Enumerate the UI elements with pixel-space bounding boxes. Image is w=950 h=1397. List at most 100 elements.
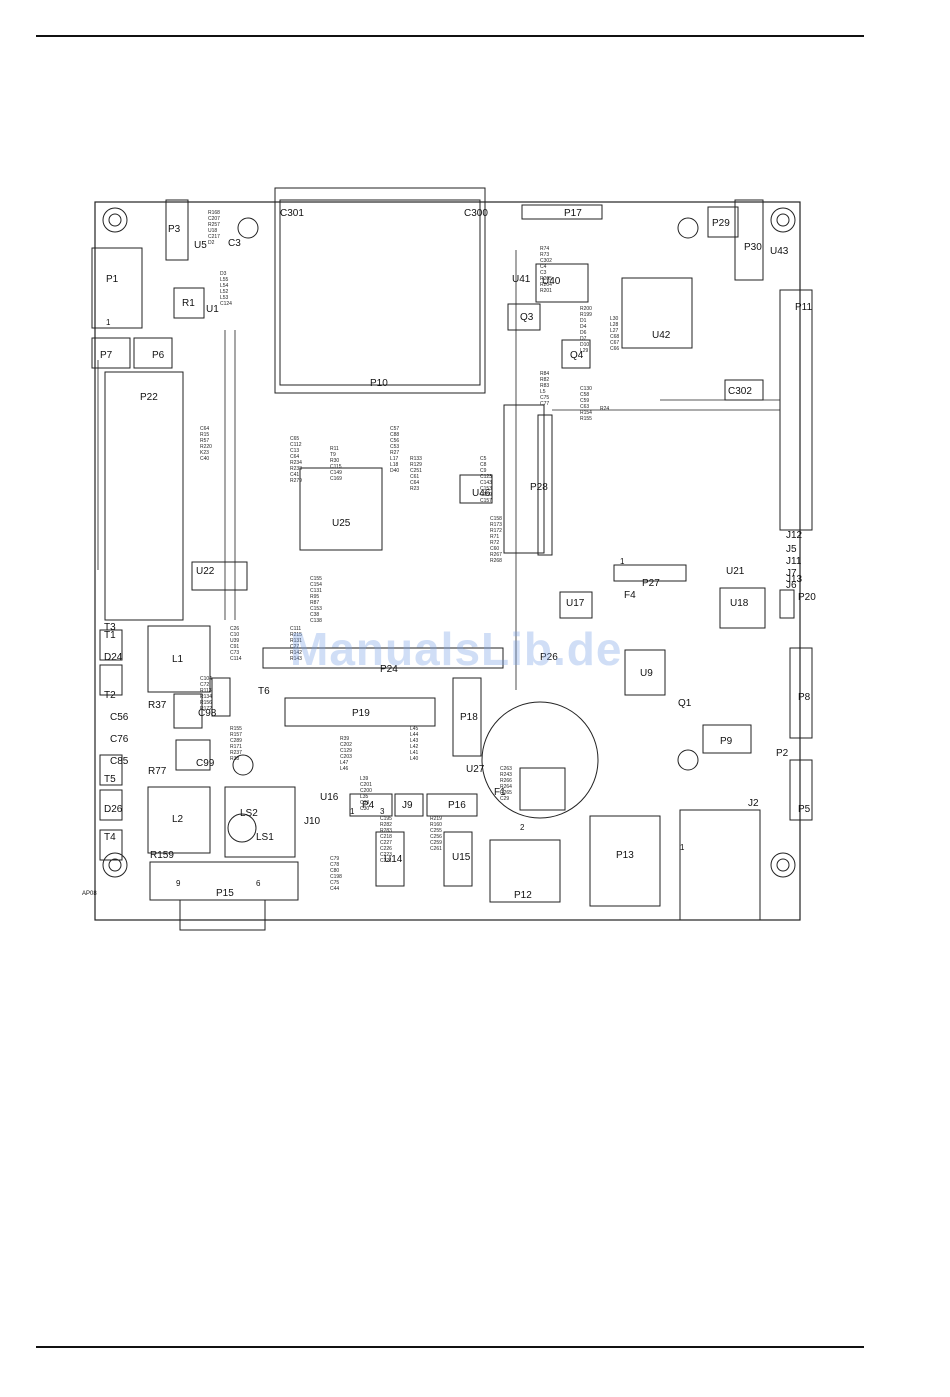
- mounting-hole: [102, 207, 128, 233]
- component-ref: C138: [310, 618, 322, 624]
- part-label: P11: [795, 302, 812, 313]
- part-label: P10: [370, 378, 388, 389]
- component-ref: R133: [410, 456, 422, 462]
- part-label: U46: [472, 488, 491, 499]
- component-ref: C64: [410, 480, 419, 486]
- component-ref: L35: [360, 794, 369, 800]
- component-ref: R129: [410, 462, 422, 468]
- component-ref: L53: [220, 295, 229, 301]
- component-ref: C159: [480, 492, 492, 498]
- part-label: U15: [452, 852, 471, 863]
- component-ref: R15: [200, 432, 209, 438]
- component-ref: C223: [380, 852, 392, 858]
- component-ref: L46: [340, 766, 349, 772]
- part-label: D24: [104, 652, 123, 663]
- component-ref: C64: [200, 426, 209, 432]
- part-label: P29: [712, 218, 730, 229]
- component-ref: C256: [430, 834, 442, 840]
- component-ref: R234: [290, 460, 302, 466]
- part-label: U25: [332, 518, 351, 529]
- component-ref: C33: [360, 800, 369, 806]
- component-ref: C302: [540, 258, 552, 264]
- part-label: C302: [728, 386, 752, 397]
- component-ref: C114: [230, 656, 242, 662]
- corner-label: AP08: [82, 891, 97, 897]
- part-label: U16: [320, 792, 339, 803]
- pin-number: 9: [176, 879, 181, 888]
- part-label: P5: [798, 804, 811, 815]
- part-label: P16: [448, 800, 466, 811]
- component-ref: C38: [310, 612, 319, 618]
- component-ref: R155: [230, 726, 242, 732]
- part-label: L2: [172, 814, 184, 825]
- component-ref: R267: [490, 552, 502, 558]
- component-ref: R201: [540, 288, 552, 294]
- component-ref: C40: [200, 456, 209, 462]
- component-ref: C203: [340, 754, 352, 760]
- component-ref: C153: [310, 606, 322, 612]
- component-ref: R173: [490, 522, 502, 528]
- component-ref: C261: [430, 846, 442, 852]
- component-ref: R205: [540, 276, 552, 282]
- component-ref: R83: [540, 383, 549, 389]
- component-ref: R131: [290, 638, 302, 644]
- component-ref: C155: [310, 576, 322, 582]
- component-ref: C202: [340, 742, 352, 748]
- component-ref: R74: [540, 246, 549, 252]
- component-ref: C27: [290, 644, 299, 650]
- p14-connector: [679, 809, 761, 921]
- component-ref: C143: [480, 480, 492, 486]
- l2-inductor: [147, 786, 211, 854]
- part-label: Q1: [678, 698, 692, 709]
- component-ref: C218: [380, 834, 392, 840]
- component-ref: C10: [230, 632, 239, 638]
- part-label: C3: [228, 238, 241, 249]
- header-rule: [36, 35, 864, 37]
- part-label: P4: [362, 800, 375, 811]
- pin-number: 2: [520, 823, 525, 832]
- component-ref: C59: [580, 398, 589, 404]
- component-ref: C255: [430, 828, 442, 834]
- component-ref: R95: [310, 594, 319, 600]
- component-ref: R219: [430, 816, 442, 822]
- component-ref: L5: [540, 389, 546, 395]
- component-ref: C77: [540, 401, 549, 407]
- part-label: P20: [798, 592, 816, 603]
- part-label: U1: [206, 304, 219, 315]
- part-label: U27: [466, 764, 485, 775]
- component-ref: C259: [430, 840, 442, 846]
- component-ref: C72: [200, 682, 209, 688]
- component-ref: L17: [390, 456, 399, 462]
- part-label: U22: [196, 566, 215, 577]
- part-label: P30: [744, 242, 762, 253]
- part-label: J2: [748, 798, 759, 809]
- component-ref: C58: [580, 392, 589, 398]
- part-label: J11: [786, 556, 802, 567]
- p10-slot: [274, 187, 486, 394]
- component-ref: R172: [490, 528, 502, 534]
- component-ref: L27: [610, 328, 619, 334]
- pin-number: 6: [256, 879, 261, 888]
- p24-header: [262, 647, 504, 669]
- component-ref: C8: [480, 462, 487, 468]
- component-ref: R168: [208, 210, 220, 216]
- component-ref: C67: [610, 340, 619, 346]
- part-label: P28: [530, 482, 548, 493]
- battery-holder: [481, 701, 599, 819]
- part-label: Q4: [570, 350, 584, 361]
- component-ref: R157: [230, 732, 242, 738]
- part-label: P2: [776, 748, 789, 759]
- component-ref: R215: [290, 632, 302, 638]
- component-ref: R57: [200, 438, 209, 444]
- component-ref: C123: [480, 474, 492, 480]
- component-ref: R87: [310, 600, 319, 606]
- component-ref: U39: [230, 638, 239, 644]
- part-label: F1: [494, 787, 506, 798]
- component-ref: C53: [390, 444, 399, 450]
- component-ref: R156: [200, 700, 212, 706]
- component-ref: R155: [580, 416, 592, 422]
- component-ref: R283: [380, 828, 392, 834]
- part-label: J7: [786, 568, 797, 579]
- component-ref: L29: [580, 348, 589, 354]
- component-ref: C60: [490, 546, 499, 552]
